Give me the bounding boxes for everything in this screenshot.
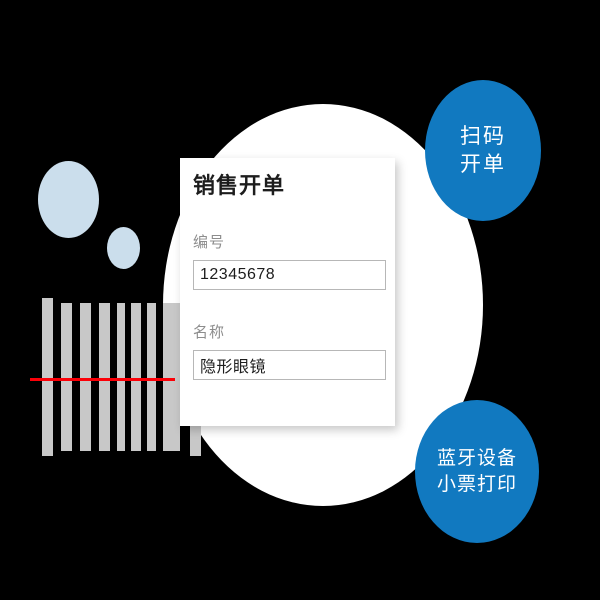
callout-bluetooth-print-line-2: 小票打印 xyxy=(436,473,517,495)
name-input[interactable] xyxy=(193,350,386,380)
callout-scan-code: 扫码 开单 xyxy=(425,80,541,221)
barcode-bar xyxy=(61,303,72,451)
barcode-bar xyxy=(163,303,180,451)
barcode-graphic xyxy=(42,298,201,456)
name-field-label: 名称 xyxy=(193,324,226,341)
callout-bluetooth-print-line-1: 蓝牙设备 xyxy=(436,448,517,470)
barcode-bar xyxy=(117,303,125,451)
callout-scan-code-line-2: 开单 xyxy=(460,152,506,176)
barcode-bar xyxy=(147,303,156,451)
callout-scan-code-line-1: 扫码 xyxy=(460,124,506,148)
page-title: 销售开单 xyxy=(193,173,286,198)
decorative-bubble-small xyxy=(107,227,140,269)
sales-billing-card: 销售开单 编号 名称 xyxy=(180,158,395,426)
code-field-label: 编号 xyxy=(193,234,226,251)
field-group-code: 编号 xyxy=(193,234,386,290)
field-group-name: 名称 xyxy=(193,324,386,380)
barcode-bar xyxy=(80,303,91,451)
code-input[interactable] xyxy=(193,260,386,290)
barcode-bar xyxy=(131,303,141,451)
decorative-bubble-large xyxy=(38,161,99,238)
barcode-bar xyxy=(42,298,53,456)
callout-bluetooth-print: 蓝牙设备 小票打印 xyxy=(415,400,539,543)
barcode-scanline xyxy=(30,378,175,381)
barcode-bar xyxy=(99,303,110,451)
